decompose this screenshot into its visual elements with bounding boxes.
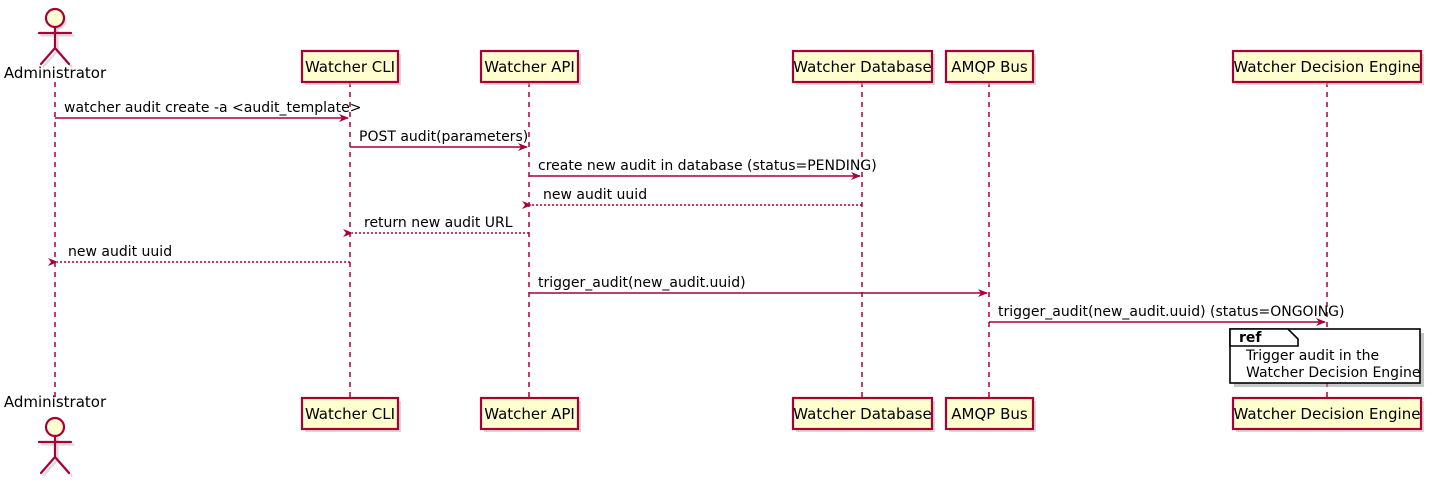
- message-2[interactable]: create new audit in database (status=PEN…: [529, 158, 877, 180]
- participant-label-watcher-decision-engine: Watcher Decision Engine: [1234, 58, 1421, 76]
- lifelines-group: [54, 82, 1328, 398]
- participant-label-amqp-bus: AMQP Bus: [951, 405, 1028, 423]
- actor-body-icon: [37, 25, 73, 66]
- participant-label-watcher-api: Watcher API: [484, 58, 575, 76]
- participant-watcher-api-top[interactable]: Watcher API: [479, 49, 581, 85]
- actor-body-icon-bottom: [37, 434, 73, 475]
- actor-administrator-bottom[interactable]: Administrator: [4, 393, 107, 477]
- participant-label-amqp-bus: AMQP Bus: [951, 58, 1028, 76]
- message-0[interactable]: watcher audit create -a <audit_template>: [55, 100, 361, 122]
- actor-body-shadow: [40, 28, 75, 68]
- message-label-2: create new audit in database (status=PEN…: [538, 158, 877, 174]
- participant-box: [479, 49, 580, 84]
- participant-watcher-database-bottom[interactable]: Watcher Database: [791, 396, 935, 432]
- participant-box: [1231, 49, 1423, 84]
- ref-line-1: Watcher Decision Engine: [1246, 365, 1420, 381]
- participant-box: [791, 396, 934, 431]
- participant-box: [791, 49, 934, 84]
- ref-tab: [1229, 328, 1299, 347]
- participant-watcher-decision-engine-bottom[interactable]: Watcher Decision Engine: [1231, 396, 1424, 432]
- ref-line-0: Trigger audit in the: [1245, 348, 1379, 364]
- participant-box: [300, 396, 400, 431]
- participant-watcher-decision-engine-top[interactable]: Watcher Decision Engine: [1231, 49, 1424, 85]
- message-label-3: new audit uuid: [543, 187, 647, 203]
- actor-head-icon-bottom: [44, 416, 66, 438]
- participant-label-watcher-cli: Watcher CLI: [305, 58, 395, 76]
- participant-amqp-bus-bottom[interactable]: AMQP Bus: [944, 396, 1036, 432]
- participant-amqp-bus-top[interactable]: AMQP Bus: [944, 49, 1036, 85]
- message-6[interactable]: trigger_audit(new_audit.uuid): [529, 275, 988, 297]
- message-label-7: trigger_audit(new_audit.uuid) (status=ON…: [998, 304, 1344, 320]
- participants-top-group: Administrator Watcher CLI Watcher API Watch…: [4, 7, 1424, 85]
- participant-box: [479, 396, 580, 431]
- actor-head-icon: [44, 7, 66, 29]
- message-4[interactable]: return new audit URL: [343, 215, 529, 237]
- participant-watcher-cli-bottom[interactable]: Watcher CLI: [300, 396, 401, 432]
- actor-administrator[interactable]: Administrator: [4, 7, 107, 82]
- actor-body-shadow-bottom: [40, 437, 75, 477]
- messages-group: watcher audit create -a <audit_template>…: [48, 100, 1344, 326]
- message-1[interactable]: POST audit(parameters): [350, 129, 528, 151]
- message-label-5: new audit uuid: [68, 244, 172, 260]
- message-label-4: return new audit URL: [364, 215, 513, 231]
- participant-label-watcher-decision-engine: Watcher Decision Engine: [1234, 405, 1421, 423]
- participant-label-watcher-database: Watcher Database: [793, 58, 931, 76]
- participant-label-watcher-database: Watcher Database: [793, 405, 931, 423]
- message-3[interactable]: new audit uuid: [522, 187, 862, 209]
- participant-label-watcher-cli: Watcher CLI: [305, 405, 395, 423]
- participant-box: [944, 49, 1035, 84]
- ref-tab-label: ref: [1239, 330, 1262, 346]
- participant-box: [1231, 396, 1423, 431]
- message-label-6: trigger_audit(new_audit.uuid): [538, 275, 746, 291]
- participant-box: [300, 49, 400, 84]
- message-label-0: watcher audit create -a <audit_template>: [64, 100, 361, 116]
- participant-box: [944, 396, 1035, 431]
- participant-watcher-api-bottom[interactable]: Watcher API: [479, 396, 581, 432]
- participant-watcher-cli-top[interactable]: Watcher CLI: [300, 49, 401, 85]
- message-label-1: POST audit(parameters): [359, 129, 528, 145]
- actor-label-administrator-bottom: Administrator: [4, 393, 107, 411]
- message-7[interactable]: trigger_audit(new_audit.uuid) (status=ON…: [989, 304, 1344, 326]
- participant-watcher-database-top[interactable]: Watcher Database: [791, 49, 935, 85]
- actor-label-administrator: Administrator: [4, 64, 107, 82]
- participant-label-watcher-api: Watcher API: [484, 405, 575, 423]
- message-5[interactable]: new audit uuid: [48, 244, 350, 266]
